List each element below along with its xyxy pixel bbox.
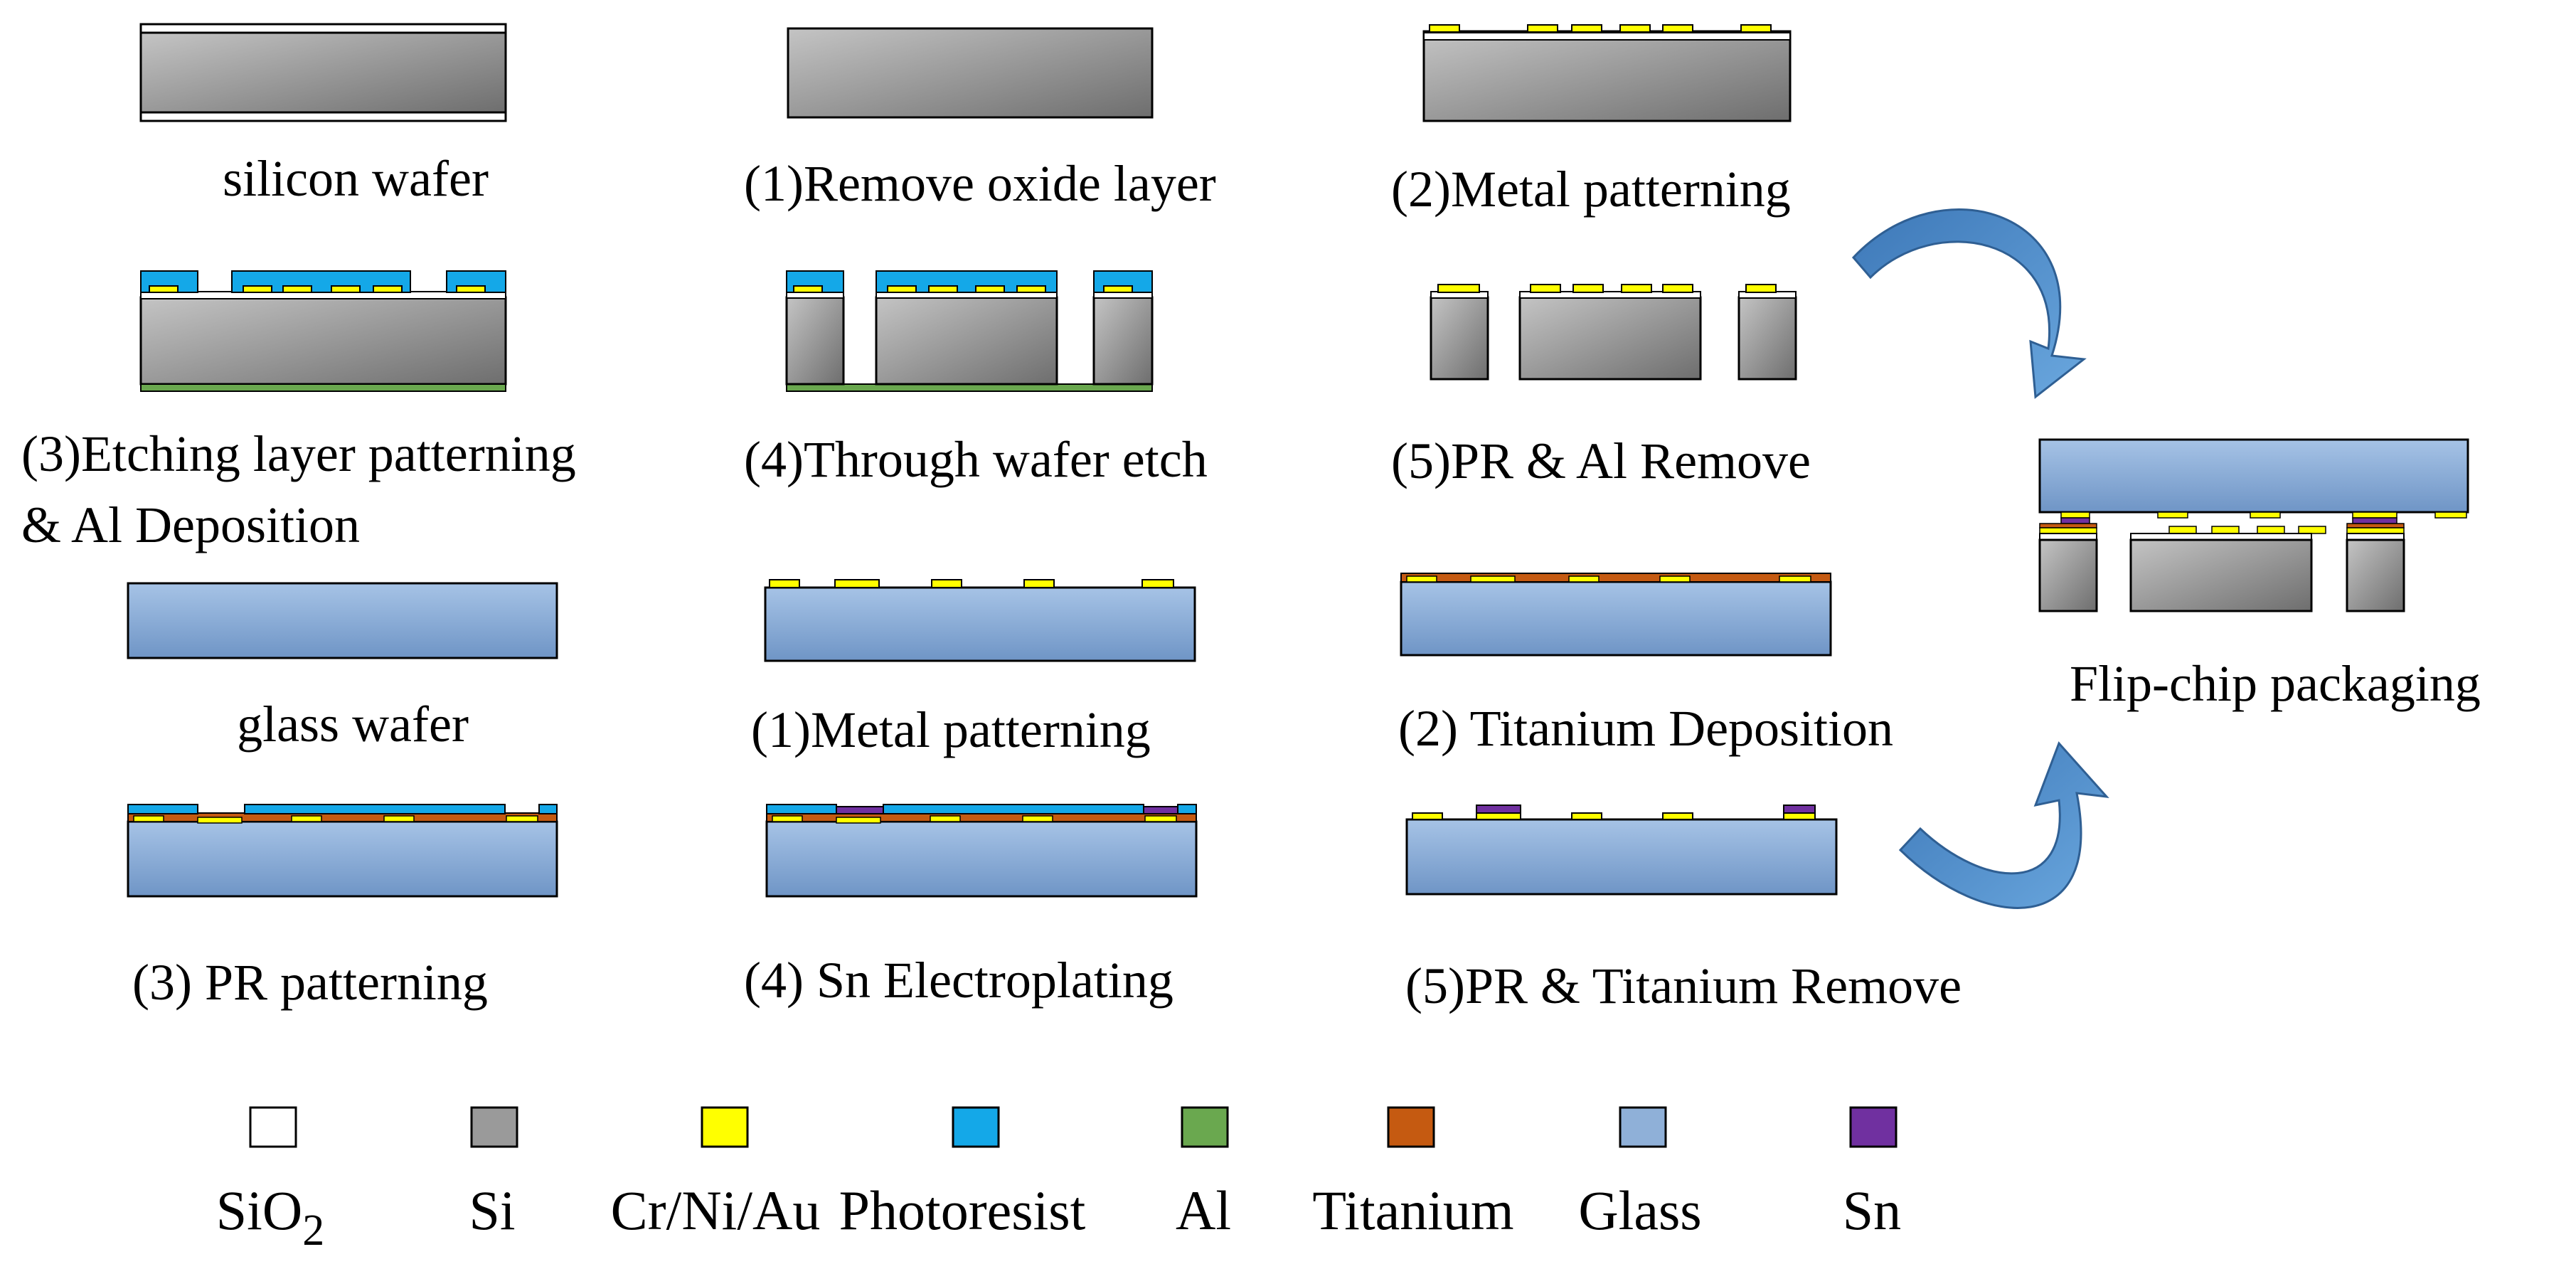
glass-step2-figure [1400, 573, 1832, 657]
curved-arrow-down-icon [1851, 208, 2087, 399]
legend-label-glass: Glass [1578, 1179, 1701, 1241]
legend-label-si: Si [469, 1179, 515, 1241]
caption-glass-step1: (1)Metal patterning [751, 701, 1151, 758]
caption-glass-step5: (5)PR & Titanium Remove [1405, 957, 1962, 1014]
legend-swatch-photoresist [952, 1106, 1000, 1148]
curved-arrow-up-icon [1898, 741, 2109, 909]
caption-glass-step3: (3) PR patterning [132, 954, 488, 1011]
legend-swatch-cr-ni-au [701, 1106, 749, 1148]
glass-wafer-figure [127, 582, 558, 659]
glass-step4-figure [765, 804, 1198, 898]
glass-step1-figure [764, 579, 1196, 662]
legend: SiO2 Si Cr/Ni/Au Photoresist Al Titanium Glass… [216, 1106, 1901, 1255]
legend-swatch-sn [1849, 1106, 1898, 1148]
glass-step5-figure [1405, 805, 1838, 896]
legend-swatch-sio [249, 1106, 297, 1148]
si-step3-figure [139, 270, 507, 392]
caption-si-step3-line2: & Al Deposition [21, 497, 360, 553]
si-step2-figure [1422, 24, 1792, 122]
legend-swatch-al [1181, 1106, 1229, 1148]
caption-si-step4: (4)Through wafer etch [744, 431, 1208, 488]
caption-flip-chip: Flip-chip packaging [2070, 655, 2481, 712]
legend-label-titanium: Titanium [1312, 1179, 1513, 1241]
legend-label-sio: SiO2 [216, 1179, 324, 1255]
silicon-wafer-figure [139, 23, 507, 122]
si-step4-figure [785, 270, 1154, 392]
flip-chip-figure [2038, 438, 2469, 612]
legend-label-al: Al [1176, 1179, 1231, 1241]
legend-label-photoresist: Photoresist [839, 1179, 1086, 1241]
caption-si-step5: (5)PR & Al Remove [1391, 432, 1811, 489]
glass-step3-figure [127, 804, 558, 898]
legend-label-sn: Sn [1843, 1179, 1901, 1241]
si-step5-figure [1430, 284, 1797, 381]
legend-label-cr-ni-au: Cr/Ni/Au [611, 1179, 821, 1241]
caption-si-step3-line1: (3)Etching layer patterning [21, 425, 576, 482]
caption-si-step2: (2)Metal patterning [1391, 161, 1791, 218]
caption-glass-step2: (2) Titanium Deposition [1398, 700, 1893, 757]
caption-glass-step4: (4) Sn Electroplating [744, 952, 1173, 1009]
legend-swatch-titanium [1387, 1106, 1435, 1148]
caption-si-step1: (1)Remove oxide layer [744, 155, 1216, 212]
legend-swatch-si [470, 1106, 518, 1148]
si-step1-figure [787, 27, 1154, 119]
caption-glass-wafer: glass wafer [237, 696, 469, 753]
caption-silicon-wafer: silicon wafer [223, 150, 489, 207]
legend-swatch-glass [1619, 1106, 1667, 1148]
